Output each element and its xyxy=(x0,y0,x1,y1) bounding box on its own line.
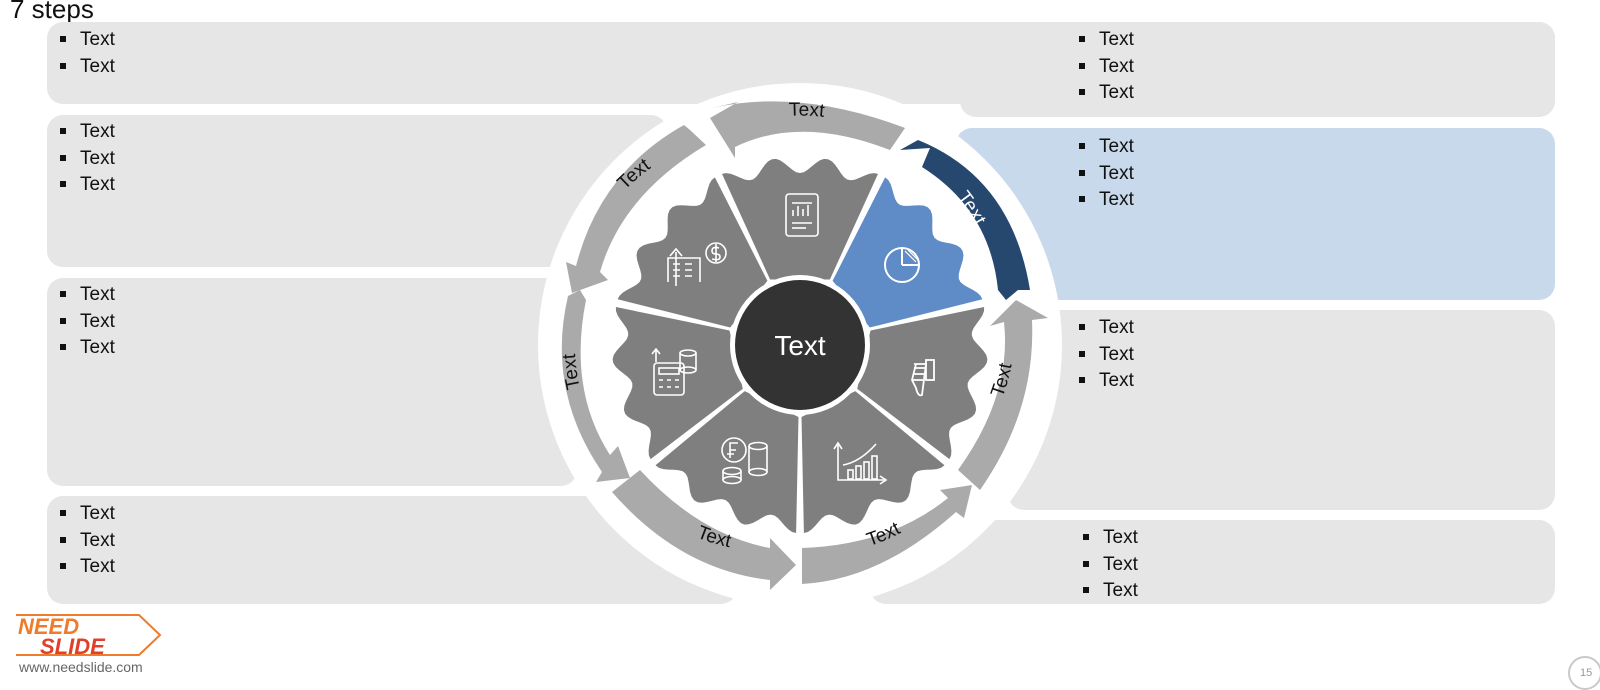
segment-4 xyxy=(801,391,945,533)
center-circle xyxy=(735,280,865,410)
bullet-item: Text xyxy=(1079,187,1134,214)
bullet-item: Text xyxy=(1083,525,1138,552)
bullet-item: Text xyxy=(1079,134,1134,161)
arrow-upper-right xyxy=(900,140,1030,300)
slide-title: 7 steps xyxy=(10,0,94,24)
bullet-item: Text xyxy=(1079,315,1134,342)
page-number: 15 xyxy=(1568,656,1600,690)
bullet-item: Text xyxy=(60,146,115,173)
bullet-list-bottom-left: Text Text Text xyxy=(60,501,115,581)
panel-mid-right-highlight xyxy=(956,128,1555,300)
segment-6 xyxy=(612,307,743,460)
bullet-list-mid-left-1: Text Text Text xyxy=(60,119,115,199)
bullet-item: Text xyxy=(60,27,115,54)
bullet-item: Text xyxy=(60,309,115,336)
bullet-item: Text xyxy=(60,119,115,146)
thumbs-down-icon xyxy=(911,359,935,397)
bullet-item: Text xyxy=(60,282,115,309)
bullet-item: Text xyxy=(1079,161,1134,188)
bullet-list-bottom-right: Text Text Text xyxy=(1083,525,1138,605)
needslide-logo: NEED SLIDE xyxy=(16,614,162,658)
bullet-item: Text xyxy=(1079,368,1134,395)
bullet-item: Text xyxy=(1079,54,1134,81)
svg-text:NEED: NEED xyxy=(18,614,79,639)
segment-1 xyxy=(722,158,878,280)
panel-mid-left-2 xyxy=(47,278,577,486)
arrow-left xyxy=(561,290,630,482)
bullet-list-mid-left-2: Text Text Text xyxy=(60,282,115,362)
bullet-list-mid-right-2: Text Text Text xyxy=(1079,315,1134,395)
panel-top-right-extend xyxy=(960,22,1555,117)
arrow-label-top: Text xyxy=(789,99,827,122)
growth-chart-icon xyxy=(833,441,888,485)
segment-2 xyxy=(832,177,983,328)
bullet-list-top-right: Text Text Text xyxy=(1079,27,1134,107)
bullet-item: Text xyxy=(60,172,115,199)
svg-text:SLIDE: SLIDE xyxy=(40,634,106,658)
house-dollar-icon xyxy=(667,242,727,286)
bullet-item: Text xyxy=(60,528,115,555)
bullet-item: Text xyxy=(60,501,115,528)
center-label: Text xyxy=(774,330,826,361)
segment-3 xyxy=(857,307,988,460)
bullet-item: Text xyxy=(1083,552,1138,579)
bullet-item: Text xyxy=(1079,80,1134,107)
arrow-upper-left xyxy=(566,125,706,293)
segment-ring xyxy=(612,158,988,533)
calculator-coins-icon xyxy=(651,347,697,396)
bullet-list-top-left: Text Text xyxy=(60,27,115,80)
document-chart-icon xyxy=(785,193,819,237)
bullet-item: Text xyxy=(60,335,115,362)
bullet-item: Text xyxy=(60,554,115,581)
bullet-item: Text xyxy=(1079,27,1134,54)
footer-url[interactable]: www.needslide.com xyxy=(19,659,143,675)
segment-5 xyxy=(655,391,799,533)
bullet-list-mid-right-highlight: Text Text Text xyxy=(1079,134,1134,214)
arrow-bottom-left xyxy=(612,470,796,590)
arrow-right xyxy=(958,300,1048,490)
arrow-bottom-right xyxy=(802,485,972,584)
panel-bottom-right xyxy=(870,520,1555,604)
segment-7 xyxy=(617,177,768,328)
pie-chart-icon xyxy=(884,247,920,283)
bullet-item: Text xyxy=(1083,578,1138,605)
franc-coins-icon xyxy=(721,437,768,485)
arrow-top xyxy=(710,101,905,158)
panel-mid-right-2 xyxy=(1008,310,1555,510)
bullet-item: Text xyxy=(1079,342,1134,369)
bullet-item: Text xyxy=(60,54,115,81)
